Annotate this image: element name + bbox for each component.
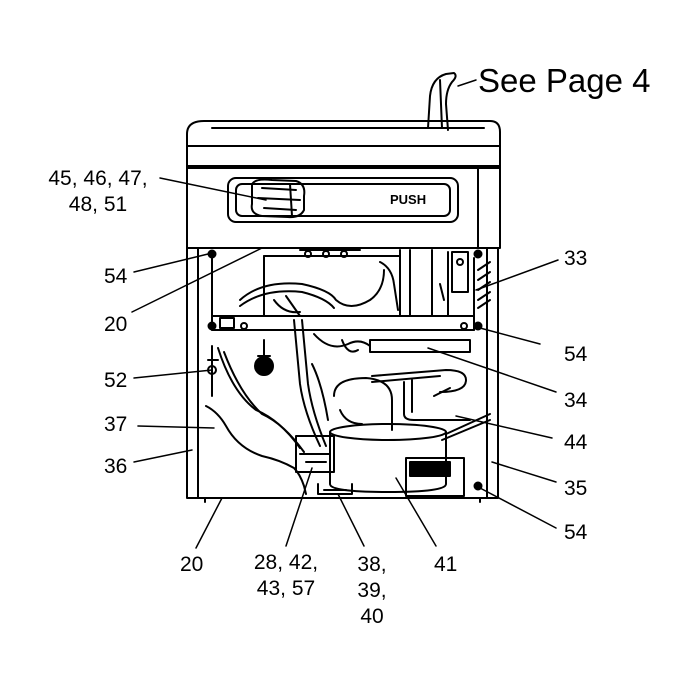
- callout-33: 33: [564, 247, 588, 270]
- callout-28: 28, 42, 43, 57: [244, 550, 328, 602]
- leader-lines: [131, 79, 559, 549]
- vent-panel: [473, 257, 491, 317]
- callout-28-line1: 28, 42,: [253, 551, 319, 574]
- wiring: [217, 319, 329, 453]
- callout-38-line3: 40: [360, 605, 384, 628]
- callout-54-right-lower: 54: [564, 521, 588, 544]
- control-box: [399, 249, 469, 317]
- compressor: [329, 377, 447, 493]
- callout-20-lower: 20: [180, 553, 204, 576]
- upper-cabinet: [186, 167, 501, 249]
- callout-54-upper-left: 54: [104, 265, 128, 288]
- drain-box: [405, 457, 465, 497]
- callout-44: 44: [564, 431, 588, 454]
- condenser: [313, 333, 471, 353]
- cutaway: [205, 405, 307, 495]
- base-pads: [317, 483, 353, 495]
- see-page-reference: See Page 4: [478, 62, 651, 99]
- callout-54-right-upper: 54: [564, 343, 588, 366]
- rail: [211, 315, 475, 331]
- callout-38-line2: 39,: [357, 579, 387, 602]
- cooling-coils: [371, 369, 491, 441]
- callout-45-line1: 45, 46, 47,: [48, 167, 148, 190]
- drain-fitting: [254, 339, 274, 376]
- callout-45-line2: 48, 51: [68, 193, 128, 216]
- callout-28-line2: 43, 57: [256, 577, 316, 600]
- callout-41: 41: [434, 553, 458, 576]
- callout-38: 38, 39, 40: [346, 552, 398, 630]
- callout-37: 37: [104, 413, 128, 436]
- callout-45: 45, 46, 47, 48, 51: [36, 166, 160, 218]
- tubing: [239, 261, 399, 317]
- callout-52: 52: [104, 369, 128, 392]
- basin: [186, 120, 501, 169]
- electrical-box: [295, 435, 335, 473]
- callout-35: 35: [564, 477, 588, 500]
- callout-20-upper: 20: [104, 313, 128, 336]
- callout-38-line1: 38,: [357, 553, 387, 576]
- push-bar-panel: [227, 177, 459, 223]
- callout-36: 36: [104, 455, 128, 478]
- callout-34: 34: [564, 389, 588, 412]
- push-label: PUSH: [390, 192, 426, 207]
